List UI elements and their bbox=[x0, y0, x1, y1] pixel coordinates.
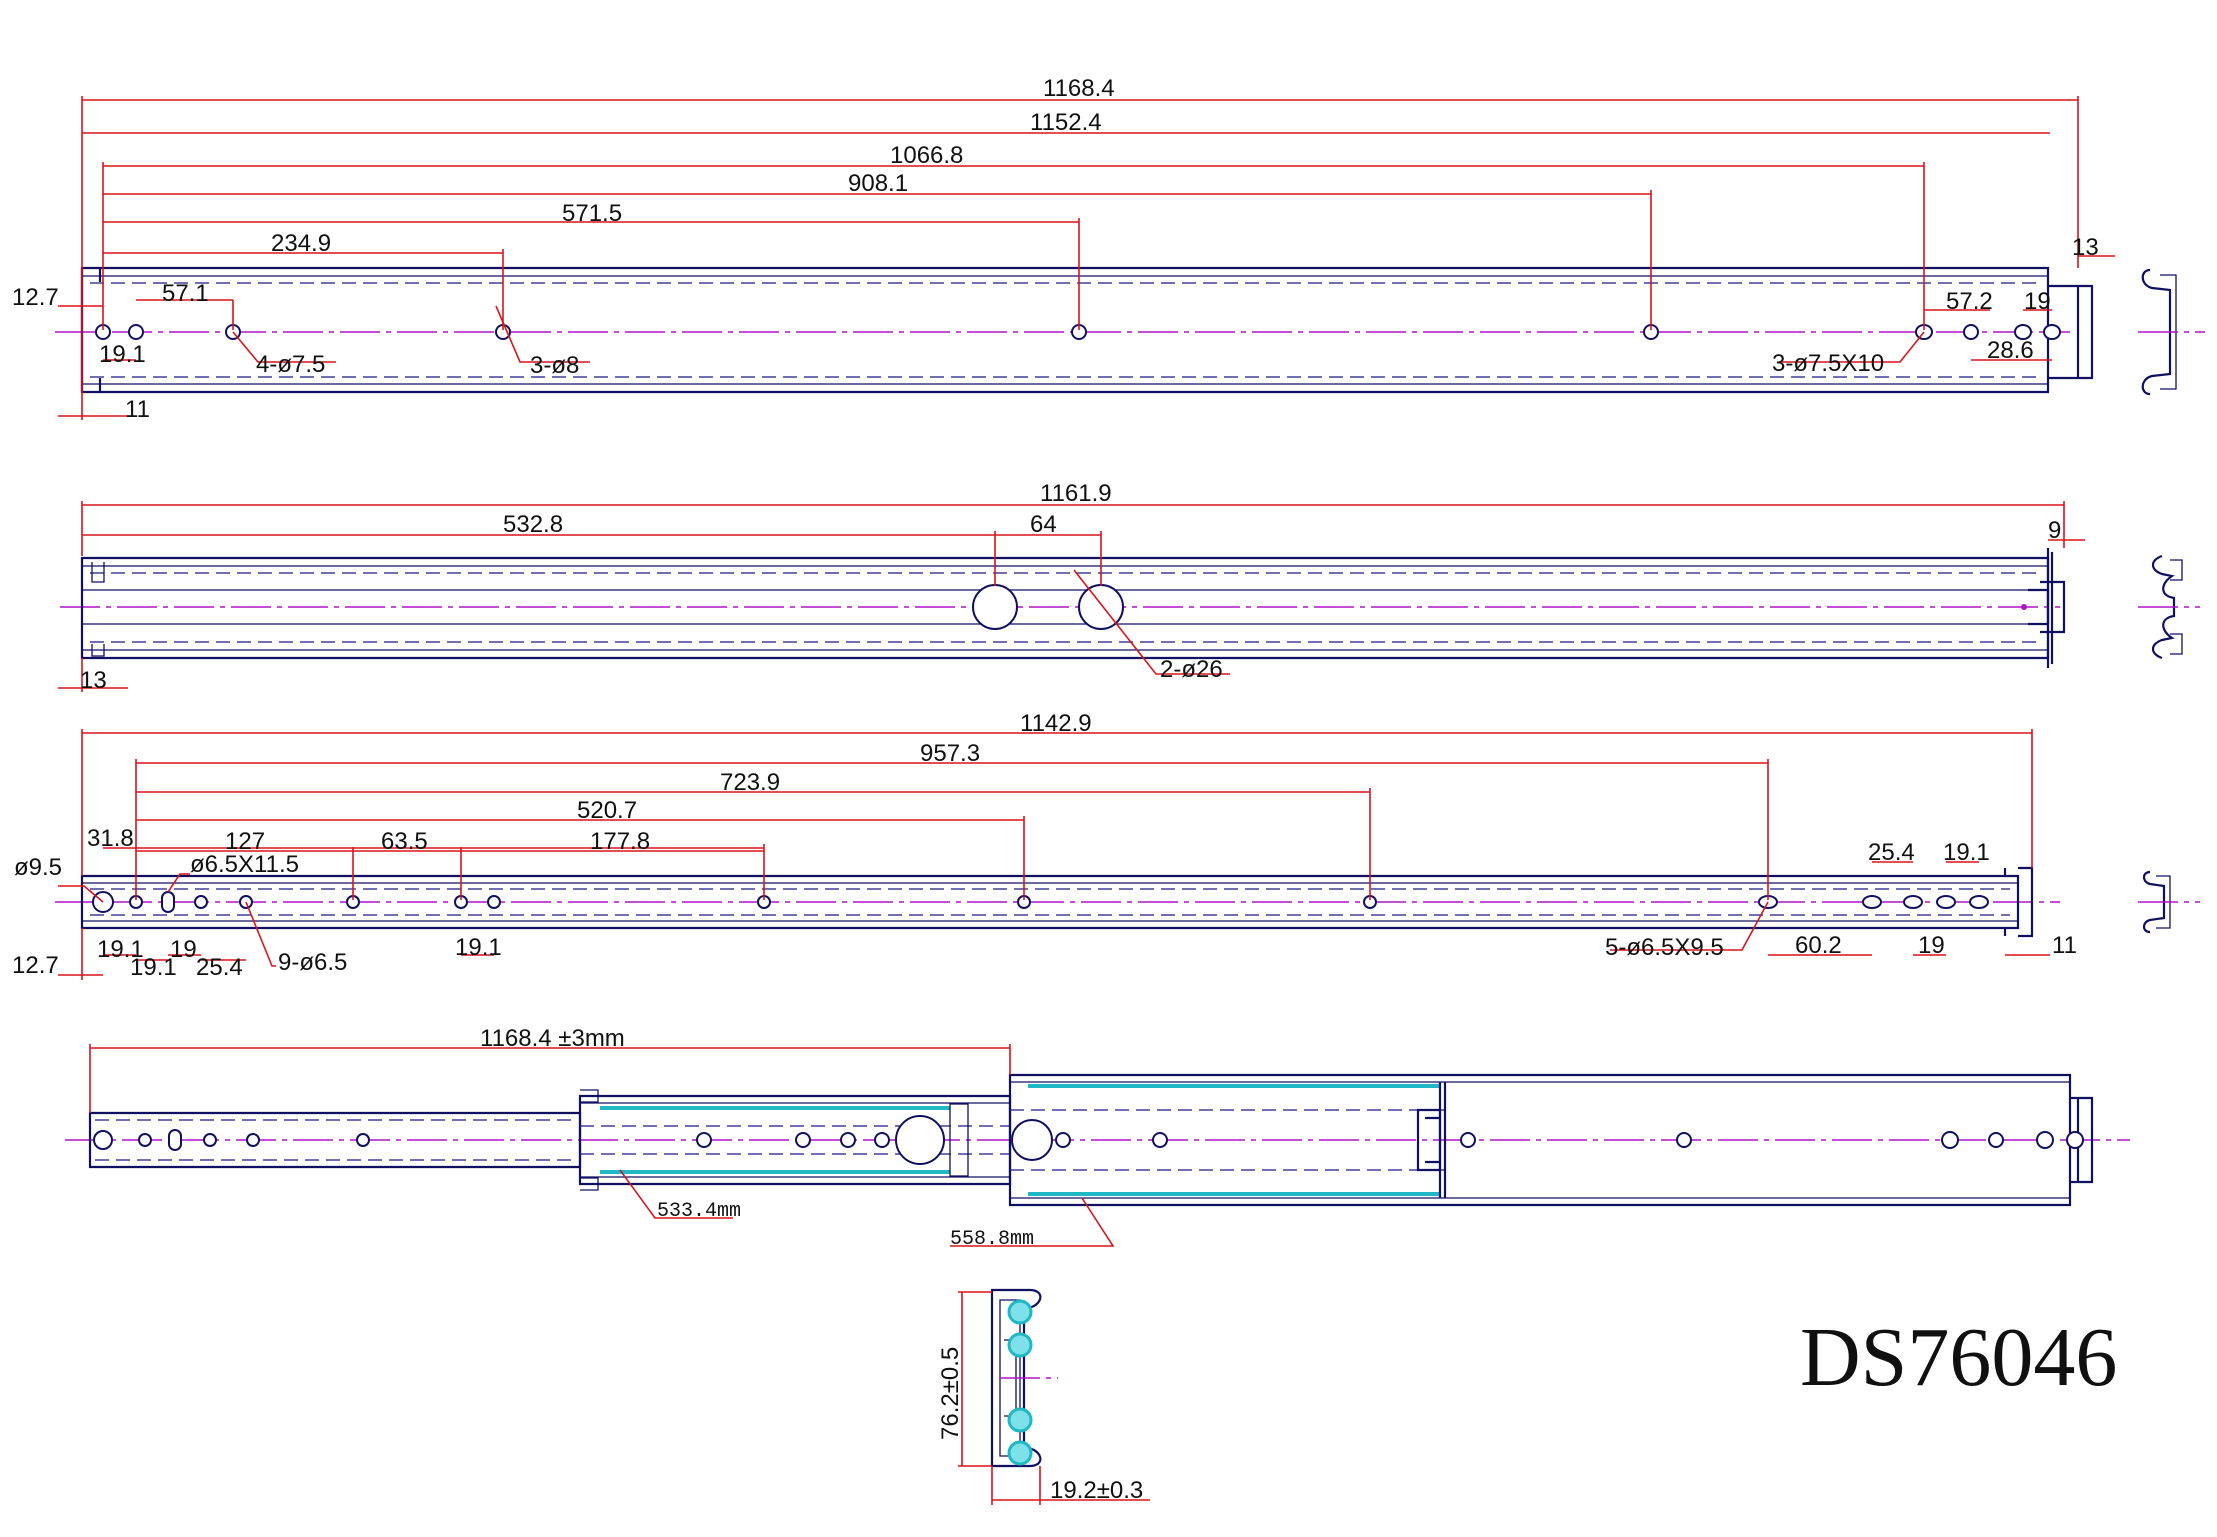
dim-label: 19 bbox=[1918, 932, 1945, 959]
callout-label: 3-ø8 bbox=[530, 352, 579, 379]
intermediate-member-view bbox=[58, 501, 2200, 692]
dim-label: 19.2±0.3 bbox=[1050, 1477, 1143, 1504]
model-number: DS76046 bbox=[1800, 1311, 2117, 1404]
dim-label: 13 bbox=[2072, 234, 2099, 261]
callout-label: 2-ø26 bbox=[1160, 656, 1223, 683]
dim-label: 19.1 bbox=[97, 936, 144, 963]
dim-label: 12.7 bbox=[12, 284, 59, 311]
dim-label: 9 bbox=[2048, 517, 2061, 544]
dim-label: 57.1 bbox=[162, 280, 209, 307]
dim-label: 177.8 bbox=[590, 828, 650, 855]
callout-label: ø6.5X11.5 bbox=[190, 851, 299, 878]
dim-label: 19.1 bbox=[455, 934, 502, 961]
dim-label: 908.1 bbox=[848, 170, 908, 197]
inner-member-view bbox=[55, 729, 2200, 980]
dim-label: 957.3 bbox=[920, 740, 980, 767]
dim-label: 28.6 bbox=[1987, 337, 2034, 364]
dim-label: 127 bbox=[225, 828, 265, 855]
dim-label: 532.8 bbox=[503, 511, 563, 538]
callout-label: 4-ø7.5 bbox=[256, 351, 325, 378]
outer-member-view bbox=[55, 96, 2205, 420]
cross-section-view bbox=[958, 1288, 1150, 1505]
dim-label: 76.2±0.5 bbox=[937, 1347, 964, 1440]
dim-label: 1152.4 bbox=[1030, 109, 1102, 136]
dim-label: 520.7 bbox=[577, 797, 637, 824]
dim-label: 1168.4 bbox=[1043, 75, 1115, 102]
dim-label: 19.1 bbox=[130, 954, 177, 981]
dim-label: 12.7 bbox=[12, 952, 59, 979]
callout-label: 3-ø7.5X10 bbox=[1772, 350, 1884, 377]
dim-label: 19 bbox=[170, 936, 197, 963]
dim-label: 31.8 bbox=[87, 825, 134, 852]
dim-label: 533.4mm bbox=[657, 1200, 741, 1223]
dim-label: ø9.5 bbox=[14, 854, 62, 881]
extended-assembly-view bbox=[65, 1044, 2130, 1247]
dim-label: 1168.4 ±3mm bbox=[480, 1025, 625, 1052]
dim-label: 1142.9 bbox=[1020, 710, 1092, 737]
dim-label: 234.9 bbox=[271, 230, 331, 257]
dim-label: 25.4 bbox=[1868, 839, 1915, 866]
dim-label: 558.8mm bbox=[950, 1228, 1034, 1251]
dim-label: 19.1 bbox=[1943, 839, 1990, 866]
callout-label: 9-ø6.5 bbox=[278, 949, 347, 976]
dim-label: 60.2 bbox=[1795, 932, 1842, 959]
dim-label: 571.5 bbox=[562, 200, 622, 227]
dim-label: 19 bbox=[2024, 288, 2051, 315]
dim-label: 11 bbox=[125, 396, 150, 423]
dim-label: 1161.9 bbox=[1040, 480, 1112, 507]
dim-label: 11 bbox=[2052, 932, 2077, 959]
dim-label: 64 bbox=[1030, 511, 1057, 538]
dim-label: 13 bbox=[80, 667, 107, 694]
dim-label: 57.2 bbox=[1946, 288, 1993, 315]
dim-label: 723.9 bbox=[720, 769, 780, 796]
dim-label: 25.4 bbox=[196, 954, 243, 981]
dim-label: 1066.8 bbox=[890, 142, 963, 169]
dim-label: 63.5 bbox=[381, 828, 428, 855]
dim-label: 19.1 bbox=[99, 341, 146, 368]
callout-label: 5-ø6.5X9.5 bbox=[1605, 934, 1724, 961]
